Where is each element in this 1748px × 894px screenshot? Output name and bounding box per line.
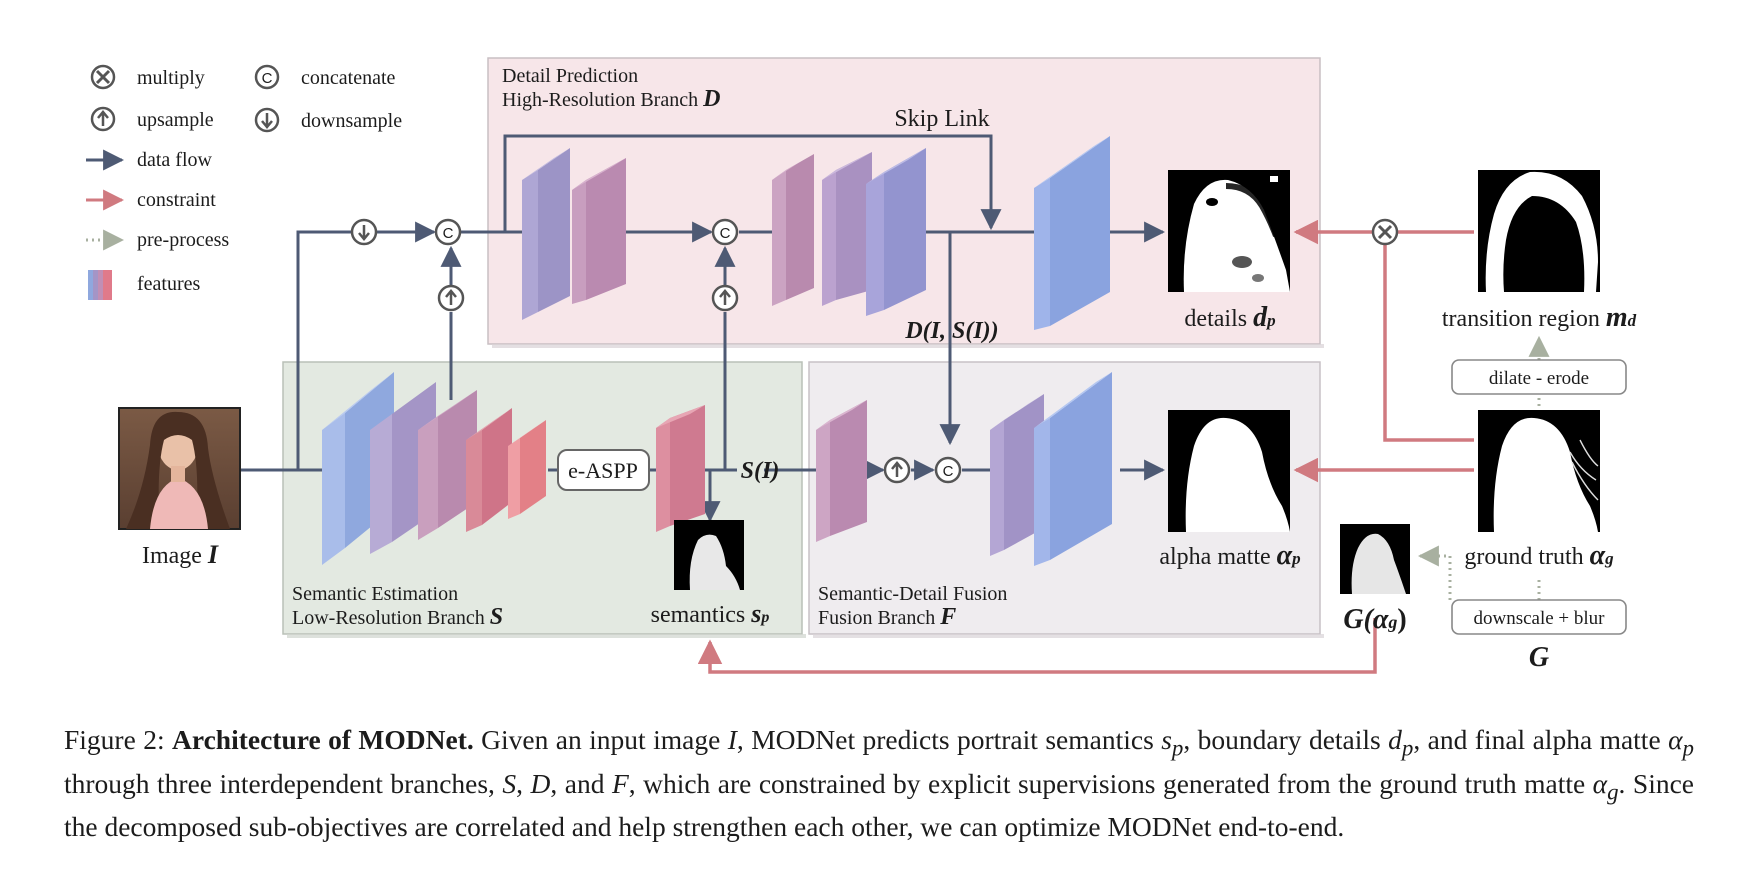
s-output-label: S(I) [741,458,780,484]
caption-text: , and [550,767,612,799]
semantic-branch-subtitle: Low-Resolution Branch S [292,604,503,630]
caption-math: D [530,767,551,799]
concat-node-1: C [434,218,462,246]
upsample-icon [90,106,116,132]
ground-truth-label: ground truth αg [1464,540,1614,571]
semantics-output-image [674,520,744,590]
detail-feature-2 [572,158,626,304]
caption-math: d [1388,724,1402,755]
svg-text:C: C [720,225,731,242]
data-flow-lines [240,134,1166,523]
feature-blocks [322,136,1112,566]
fusion-branch-subtitle: Fusion Branch F [818,604,956,630]
legend-features-label: features [137,273,201,295]
transition-region-image [1478,170,1600,292]
modnet-architecture-diagram: Detail Prediction High-Resolution Branch… [86,57,1637,674]
downsample-node [350,218,378,246]
details-label: details dp [1184,302,1275,333]
downsample-icon [254,107,280,133]
legend-multiply-label: multiply [137,67,205,89]
figure-title: Architecture of MODNet. [172,724,474,755]
svg-text:e-ASPP: e-ASPP [568,458,638,483]
semantic-feature-5 [508,420,546,519]
fusion-feature-3 [1034,372,1112,566]
caption-text: . Since the decomposed sub-objectives ar… [64,767,1694,843]
detail-feature-3 [772,154,814,306]
easpp-module: e-ASPP [557,449,650,491]
dilate-erode-box: dilate - erode [1451,359,1627,395]
caption-math: S [502,767,517,799]
image-label: Image I [142,540,219,569]
concat-node-2: C [711,218,739,246]
legend-downsample-label: downsample [301,110,402,132]
multiply-icon [90,64,116,90]
semantic-output-feature [656,405,705,532]
caption-math-sub: p [1682,735,1694,761]
svg-text:C: C [262,70,273,87]
caption-math-sub: g [1607,779,1619,804]
transition-region-label: transition region md [1442,302,1637,333]
blurred-gt-image [1340,524,1410,594]
features-icon [88,270,112,300]
details-output-image [1168,170,1290,292]
caption-math: α [1592,767,1608,799]
svg-text:C: C [943,463,954,480]
caption-text: , MODNet predicts portrait semantics [736,724,1162,755]
legend-upsample-label: upsample [137,109,214,131]
caption-text: through three interdependent branches, [64,767,503,799]
pre-process-lines [1417,335,1550,600]
legend-constraint-label: constraint [137,189,216,211]
constraint-lines [697,219,1474,674]
input-image [118,407,241,530]
multiply-node [1371,218,1399,246]
ground-truth-image [1478,410,1600,532]
legend-pre-process-label: pre-process [137,229,229,251]
svg-text:C: C [443,225,454,242]
caption-math: α [1668,724,1683,755]
g-alpha-label: G(αg) [1343,604,1406,635]
detail-feature-6 [1034,136,1110,330]
caption-text: , and final alpha matte [1413,724,1669,755]
caption-text: Given an input image [473,724,728,755]
concatenate-icon: C [254,64,280,90]
detail-feature-5 [866,148,926,316]
caption-text: , which are constrained by explicit supe… [628,767,1593,799]
detail-feature-1 [522,148,570,320]
caption-math-sub: p [1171,735,1184,761]
upsample-node-1 [437,284,465,312]
fusion-branch-title: Semantic-Detail Fusion [818,583,1007,605]
legend: multiply upsample data flow constraint p… [86,64,402,300]
alpha-matte-label: alpha matte αp [1159,540,1300,571]
caption-math-sub: p [1401,735,1414,761]
figure-label: Figure 2: [64,724,173,755]
upsample-node-3 [883,456,911,484]
semantic-feature-4 [466,408,512,532]
downscale-blur-box: downscale + blur [1451,599,1627,635]
detail-branch-subtitle: High-Resolution Branch D [502,86,720,112]
caption-math: s [1161,724,1172,755]
caption-text: , boundary details [1183,724,1389,755]
detail-branch-title: Detail Prediction [502,65,638,87]
figure-caption: Figure 2: Architecture of MODNet. Given … [64,722,1694,844]
fusion-feature-1 [816,400,867,542]
semantic-branch-title: Semantic Estimation [292,583,458,605]
g-operator-label: G [1529,642,1549,673]
legend-concatenate-label: concatenate [301,67,395,89]
upsample-node-2 [711,284,739,312]
semantics-label: semantics sp [651,599,770,628]
legend-data-flow-label: data flow [137,149,213,171]
caption-math: F [611,767,629,799]
d-output-label: D(I, S(I)) [904,318,998,344]
caption-text: , [516,767,531,799]
skip-link-label: Skip Link [894,106,989,132]
svg-text:dilate - erode: dilate - erode [1489,368,1589,389]
svg-text:downscale + blur: downscale + blur [1473,608,1605,629]
detail-feature-4 [822,152,872,306]
concat-node-3: C [934,456,962,484]
alpha-matte-output-image [1168,410,1290,532]
caption-math: I [727,724,737,755]
